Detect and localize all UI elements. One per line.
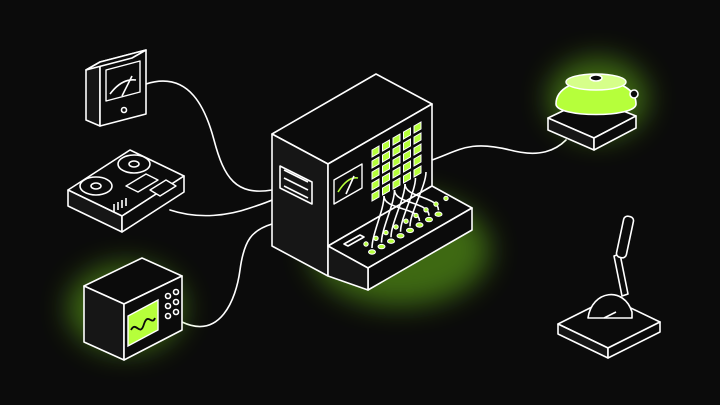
jack-socket xyxy=(392,155,401,168)
control-lever xyxy=(557,215,661,359)
alarm-bell xyxy=(547,58,648,151)
jack-socket xyxy=(382,139,390,152)
jack-socket xyxy=(413,132,422,145)
jack-socket xyxy=(403,171,411,184)
jack-socket xyxy=(413,154,422,167)
cable-tape-to-console xyxy=(169,199,273,217)
desk-key-icon xyxy=(363,241,369,247)
patch-cord xyxy=(390,183,406,238)
jack-socket xyxy=(413,121,422,134)
patch-plug-icon xyxy=(415,222,424,228)
patch-cord xyxy=(383,195,421,222)
jack-socket xyxy=(382,183,390,196)
desk-key-icon xyxy=(403,218,409,224)
patch-plug-icon xyxy=(406,227,414,234)
lever-shaft xyxy=(613,253,629,297)
jack-socket xyxy=(392,133,401,146)
patch-plug-icon xyxy=(387,238,395,244)
jack-socket xyxy=(413,165,422,178)
jack-socket xyxy=(403,127,411,140)
jack-socket xyxy=(392,177,401,190)
jack-socket xyxy=(371,167,380,180)
patch-cord xyxy=(371,195,385,249)
jack-socket xyxy=(382,161,390,174)
jack-socket xyxy=(382,172,390,185)
patch-plug-icon xyxy=(425,216,433,223)
desk-key-icon xyxy=(413,212,419,219)
patch-plug-icon xyxy=(396,233,405,239)
patch-cord xyxy=(393,189,430,216)
patch-plug-icon xyxy=(434,211,443,217)
jack-field xyxy=(371,121,422,202)
jack-socket xyxy=(371,178,380,191)
cables xyxy=(145,80,567,328)
jack-socket xyxy=(392,166,401,179)
desk-key-icon xyxy=(443,195,449,202)
patch-plug-icon xyxy=(377,243,386,250)
lever-handle xyxy=(615,215,635,259)
jack-socket xyxy=(403,149,411,162)
cable-scope-to-console xyxy=(181,223,273,328)
patch-cord xyxy=(399,177,417,232)
desk-key-icon xyxy=(423,207,429,213)
waveform-icon xyxy=(130,317,156,331)
jack-socket xyxy=(413,143,422,156)
desk-key-icon xyxy=(393,224,399,230)
patch-plugs xyxy=(363,171,449,255)
oscilloscope-screen xyxy=(127,298,159,348)
cable-console-to-bell xyxy=(431,139,567,161)
jack-socket xyxy=(371,189,380,202)
meter-knob-icon xyxy=(120,106,128,114)
patch-cord xyxy=(380,189,396,243)
jack-socket xyxy=(392,144,401,157)
reel-left-icon xyxy=(79,176,113,196)
reel-right-icon xyxy=(117,154,151,174)
jack-socket xyxy=(371,156,380,169)
jack-socket xyxy=(371,145,380,158)
desk-key-icon xyxy=(373,235,379,242)
desk-key-icon xyxy=(383,229,389,236)
console-meter xyxy=(333,163,363,205)
desk-key-icon xyxy=(433,201,439,207)
oscilloscope xyxy=(68,257,184,361)
reel-to-reel-tape-recorder xyxy=(67,149,185,233)
jack-socket xyxy=(403,138,411,151)
panel-meter xyxy=(85,49,147,127)
patch-cord xyxy=(409,171,427,227)
switchboard-console xyxy=(271,73,490,306)
patch-cord xyxy=(404,183,440,211)
jack-socket xyxy=(382,150,390,163)
patch-plug-icon xyxy=(368,249,376,255)
jack-socket xyxy=(403,160,411,173)
cable-meter-to-console xyxy=(145,80,273,192)
